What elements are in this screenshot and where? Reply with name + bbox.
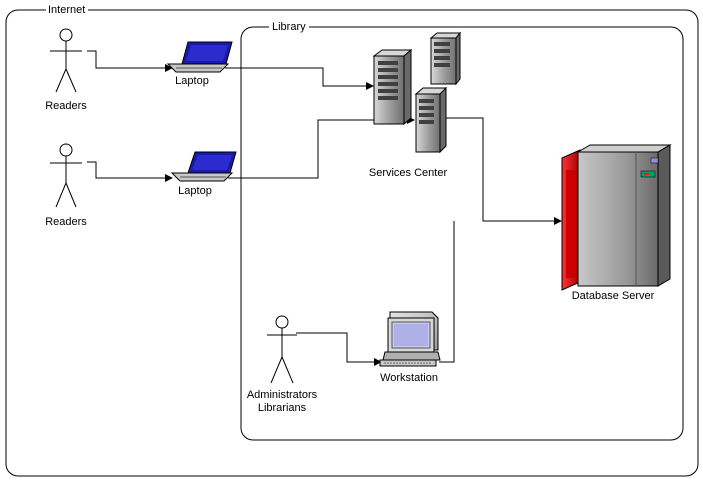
library-zone-label: Library xyxy=(272,21,306,33)
server-tower-small-icon xyxy=(429,31,462,86)
workstation-label: Workstation xyxy=(380,372,438,384)
readers-bottom-icon xyxy=(50,143,82,208)
workstation-icon xyxy=(379,311,441,367)
connector-services-database xyxy=(446,117,562,225)
laptop-bottom-icon xyxy=(170,151,237,182)
library-zone: Library xyxy=(240,20,684,441)
laptop-top-label: Laptop xyxy=(175,75,209,87)
server-tower-front-icon xyxy=(414,86,448,154)
database-server-icon xyxy=(561,144,672,291)
connector-readers-bottom-laptop xyxy=(87,161,173,182)
readers-top-label: Readers xyxy=(45,100,87,112)
laptop-top-icon xyxy=(166,41,233,73)
server-tower-main-icon xyxy=(372,48,413,126)
laptop-bottom-label: Laptop xyxy=(178,185,212,197)
readers-bottom-label: Readers xyxy=(45,216,87,228)
services-center-label: Services Center xyxy=(369,167,448,179)
database-server-label: Database Server xyxy=(572,290,655,302)
connector-laptop-bottom-services xyxy=(228,116,415,179)
internet-zone: Internet xyxy=(5,3,699,477)
admin-actor-icon xyxy=(267,315,297,384)
readers-top-icon xyxy=(50,28,82,93)
connector-workstation-database xyxy=(439,221,455,363)
connector-laptop-top-services xyxy=(225,67,374,90)
internet-zone-label: Internet xyxy=(48,4,85,16)
admin-label-line1: Administrators xyxy=(247,389,318,401)
connectors xyxy=(87,50,562,366)
admin-label-line2: Librarians xyxy=(258,402,307,414)
connector-admin-workstation xyxy=(296,332,382,366)
connector-readers-top-laptop xyxy=(87,50,173,72)
